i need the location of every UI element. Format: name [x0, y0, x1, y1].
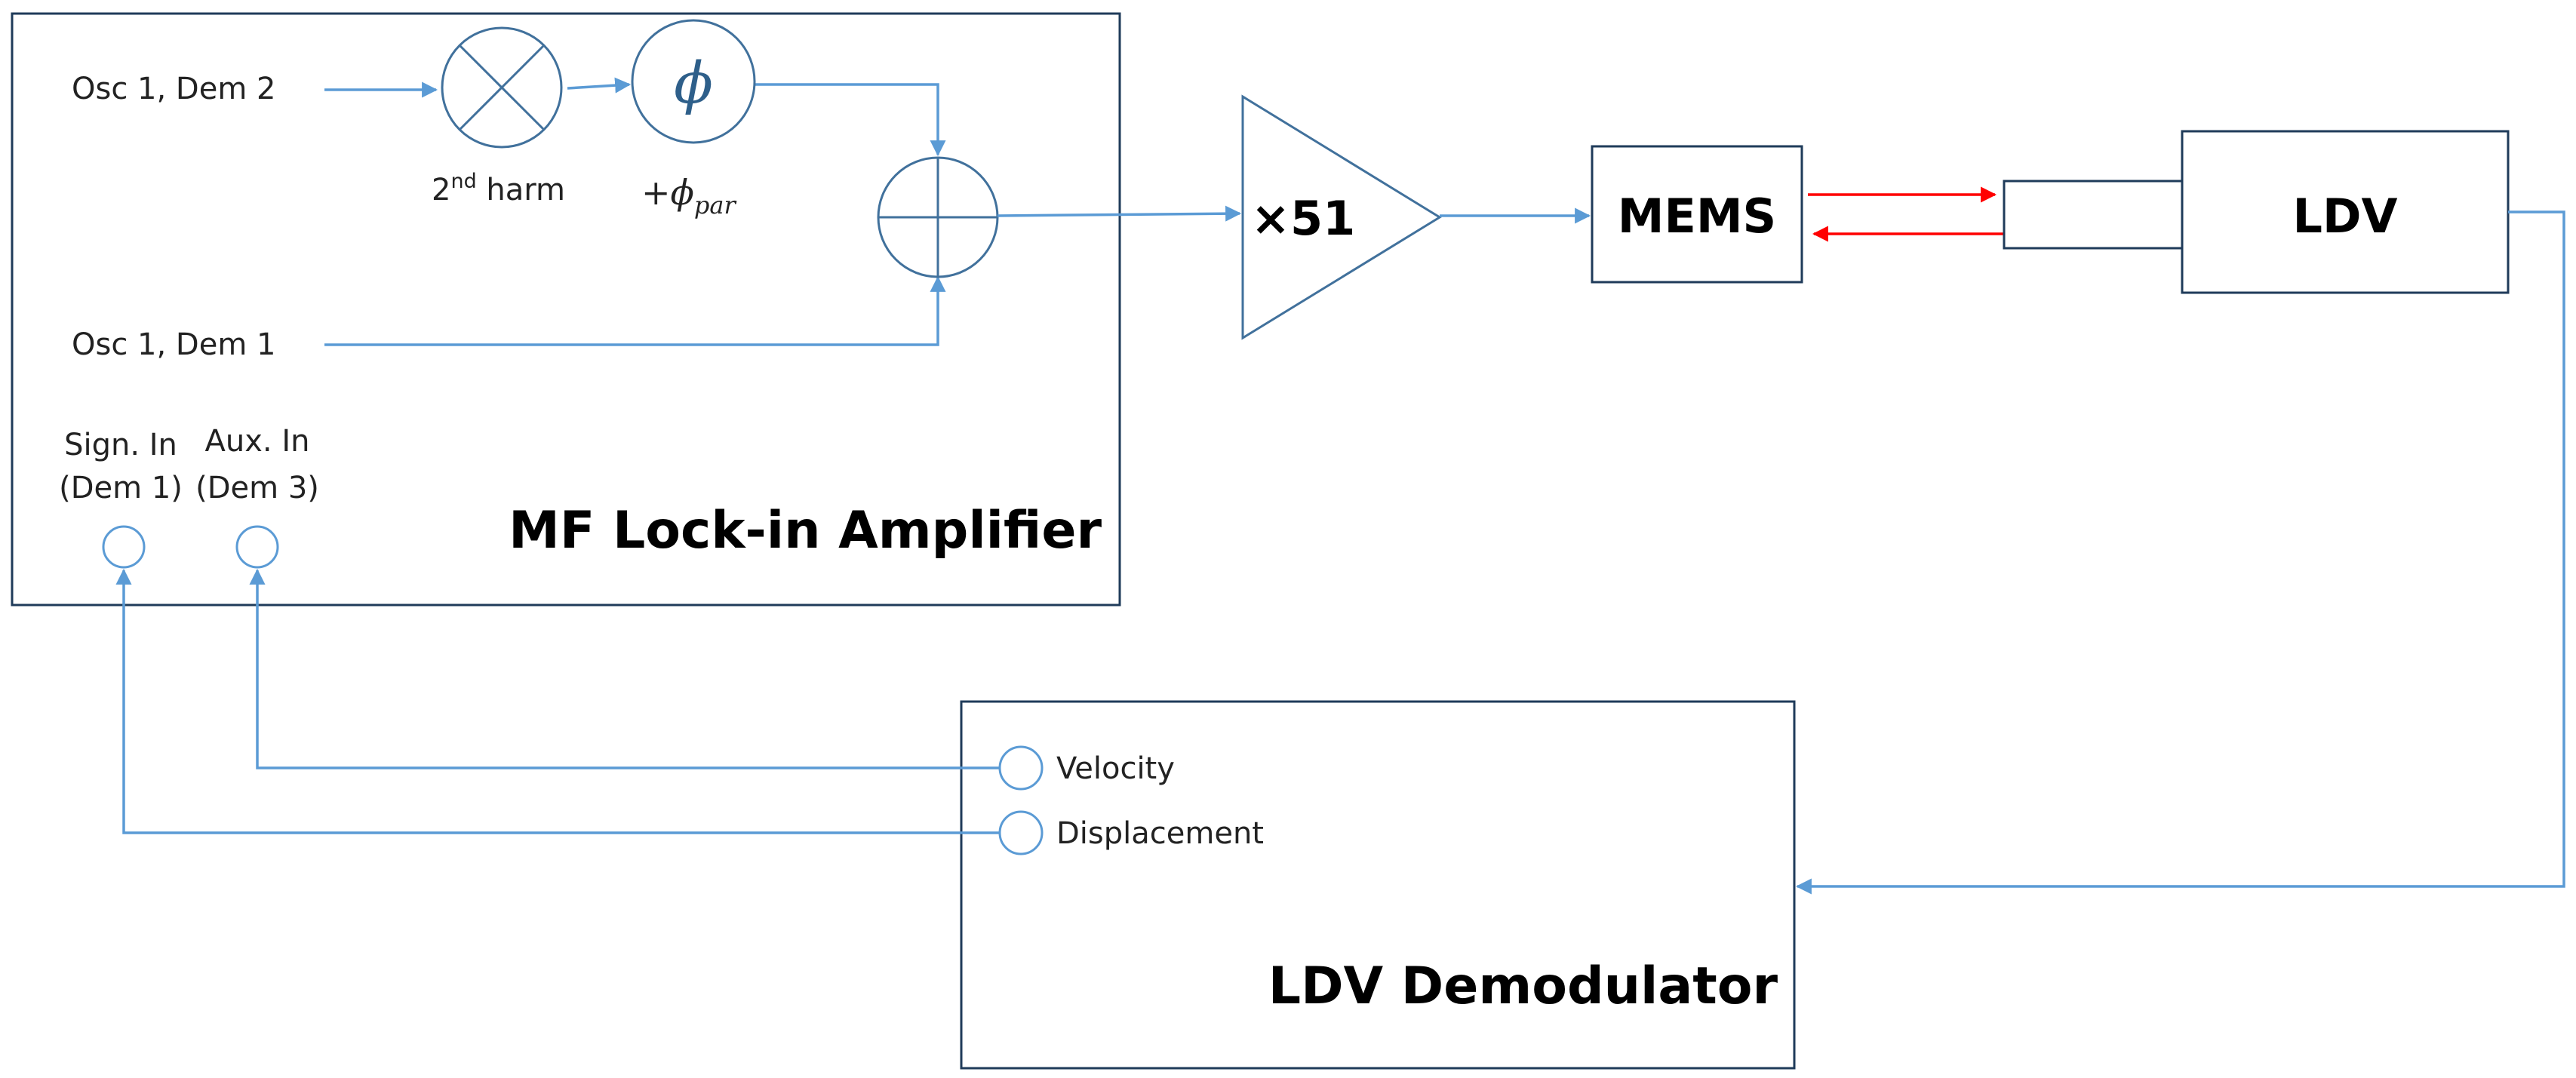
phase-symbol: ϕ	[674, 49, 713, 116]
phase-offset-label: +ϕpar	[641, 172, 736, 220]
amplifier-gain-label: ×51	[1251, 191, 1355, 246]
velocity-port	[998, 745, 1044, 791]
ldv-demodulator-title: LDV Demodulator	[1268, 957, 1778, 1016]
signal-in-label-line1: Sign. In	[64, 428, 177, 462]
wire-phase-to-sum	[755, 83, 946, 157]
lockin-amplifier-title: MF Lock-in Amplifier	[509, 501, 1102, 560]
ldv-optical-head	[2003, 180, 2184, 250]
input-osc1-dem1-label: Osc 1, Dem 1	[72, 327, 275, 362]
ldv-box	[2181, 130, 2510, 294]
mems-box	[1591, 145, 1803, 284]
displacement-port	[998, 810, 1044, 855]
wire-ldv-to-demodulator	[1795, 210, 2565, 895]
wire-velocity-to-aux-in	[249, 568, 1000, 769]
aux-in-label-line2: (Dem 3)	[195, 471, 319, 505]
aux-in-label-line1: Aux. In	[205, 424, 310, 459]
lockin-amplifier-box	[11, 12, 1121, 607]
wire-sum-to-amplifier	[997, 205, 1242, 222]
phase-shifter-circle	[631, 19, 756, 144]
aux-in-port	[235, 525, 279, 569]
wire-input2-to-sum	[324, 275, 946, 346]
ldv-demodulator-box	[960, 700, 1796, 1070]
ldv-label: LDV	[2293, 189, 2398, 244]
summing-junction-icon	[877, 156, 999, 278]
multiplier-icon	[441, 26, 563, 149]
input-osc1-dem2-label: Osc 1, Dem 2	[72, 72, 275, 106]
second-harmonic-label: 2nd harm	[432, 170, 565, 207]
mems-label: MEMS	[1618, 189, 1776, 244]
signal-in-label-line2: (Dem 1)	[59, 471, 183, 505]
amplifier-triangle	[1241, 94, 1442, 340]
wire-displacement-to-signal-in	[115, 568, 1000, 834]
displacement-label: Displacement	[1056, 816, 1264, 851]
signal-in-port	[102, 525, 146, 569]
velocity-label: Velocity	[1056, 751, 1175, 786]
wire-multiplier-to-phase	[567, 77, 632, 94]
